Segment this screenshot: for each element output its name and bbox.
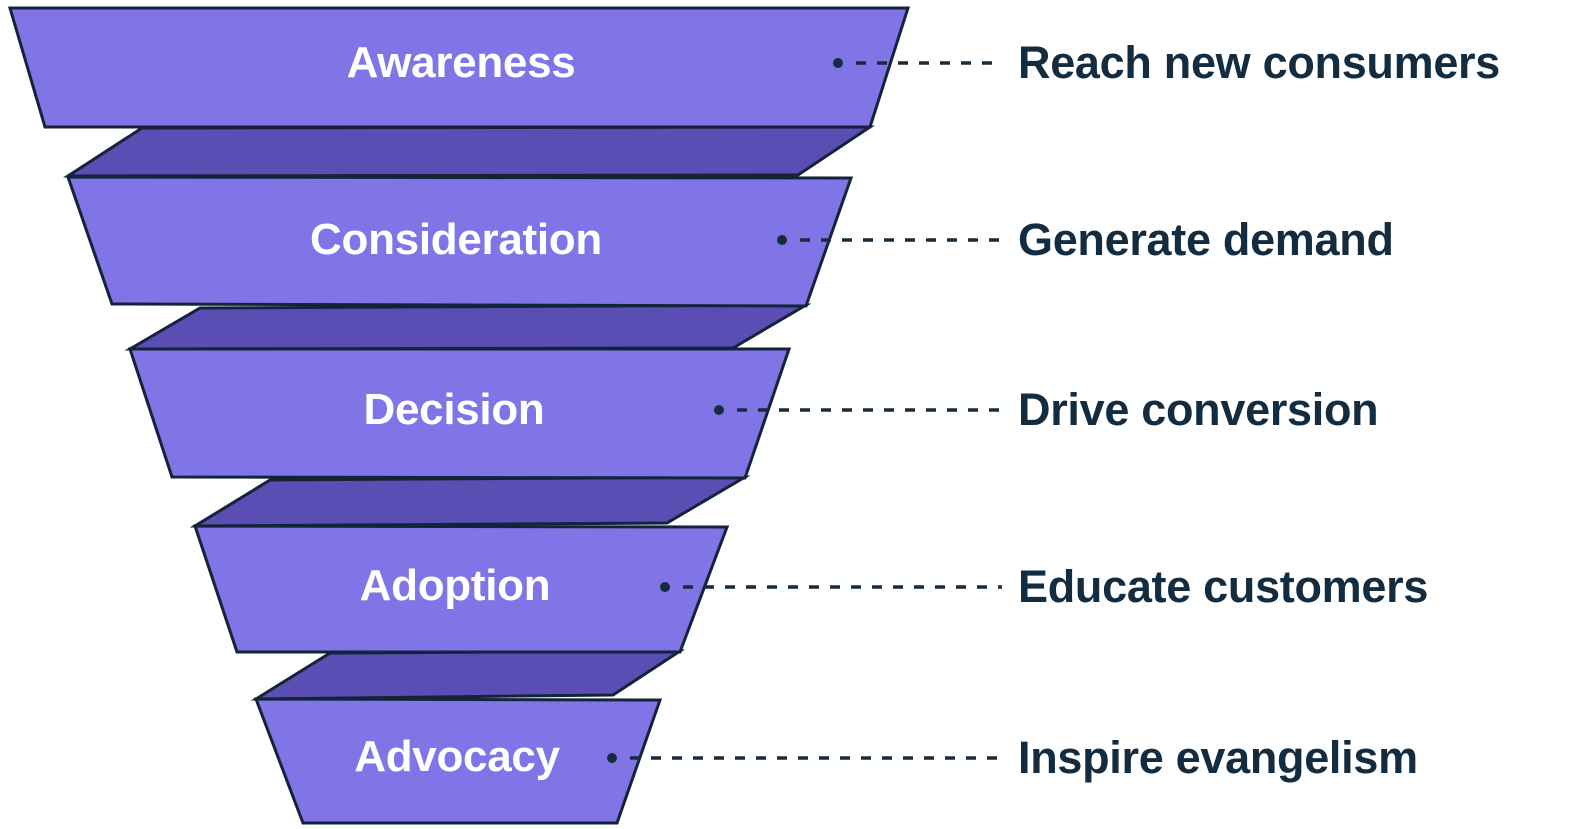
funnel-stage-decision-shape bbox=[127, 347, 792, 480]
stage-label-consideration: Consideration bbox=[310, 215, 602, 264]
connector-dot-consideration bbox=[777, 235, 787, 245]
function-label-consideration: Generate demand bbox=[1018, 214, 1394, 265]
stage-label-adoption: Adoption bbox=[359, 561, 551, 610]
connector-dot-decision bbox=[714, 405, 724, 415]
function-label-adoption: Educate customers bbox=[1018, 561, 1429, 612]
funnel-fold-2 bbox=[124, 303, 812, 351]
function-label-decision: Drive conversion bbox=[1018, 384, 1379, 435]
connector-dot-awareness bbox=[833, 58, 843, 68]
connector-dot-advocacy bbox=[607, 753, 617, 763]
funnel-stage-awareness-shape bbox=[7, 6, 911, 129]
funnel-fold-3 bbox=[189, 475, 751, 528]
funnel-stage-adoption-shape bbox=[192, 524, 730, 654]
function-label-awareness: Reach new consumers bbox=[1018, 37, 1500, 88]
funnel-fold-1 bbox=[62, 125, 875, 178]
funnel-stage-consideration-shape bbox=[65, 175, 854, 308]
funnel-fold-4 bbox=[250, 649, 686, 701]
function-label-advocacy: Inspire evangelism bbox=[1018, 732, 1418, 783]
funnel-stage-advocacy-shape bbox=[253, 697, 663, 825]
stage-label-decision: Decision bbox=[363, 385, 545, 434]
connector-dot-adoption bbox=[660, 582, 670, 592]
stage-label-awareness: Awareness bbox=[346, 38, 576, 87]
stage-label-advocacy: Advocacy bbox=[354, 732, 560, 781]
